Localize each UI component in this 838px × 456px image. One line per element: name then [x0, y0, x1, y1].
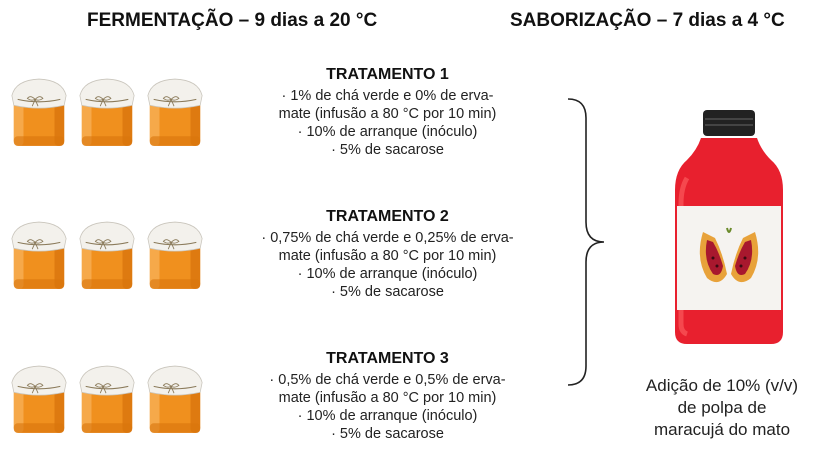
kombucha-jar-icon [79, 221, 135, 290]
right-curly-brace [567, 98, 605, 386]
kombucha-jar-icon [11, 365, 67, 434]
treatment-2: TRATAMENTO 2 · 0,75% de chá verde e 0,25… [210, 208, 565, 301]
kombucha-jar-icon [147, 365, 203, 434]
flavoring-header: SABORIZAÇÃO – 7 dias a 4 °C [510, 10, 785, 31]
treatment-line: mate (infusão a 80 °C por 10 min) [278, 390, 497, 406]
caption-line: maracujá do mato [653, 420, 791, 439]
fermentation-header: FERMENTAÇÃO – 9 dias a 20 °C [87, 10, 378, 31]
juice-bottle-icon [675, 110, 783, 344]
treatment-line: mate (infusão a 80 °C por 10 min) [278, 248, 497, 264]
treatment-title: TRATAMENTO 2 [326, 208, 449, 225]
treatment-line: · 0,5% de chá verde e 0,5% de erva- [269, 372, 506, 388]
kombucha-jar-icon [79, 365, 135, 434]
treatment-1: TRATAMENTO 1 · 1% de chá verde e 0% de e… [210, 66, 565, 159]
treatment-line: · 10% de arranque (inóculo) [297, 266, 478, 282]
bottle-cap [703, 110, 755, 136]
treatment-line: · 5% de sacarose [331, 284, 444, 300]
treatment-line: · 5% de sacarose [331, 426, 444, 442]
kombucha-jar-icon [147, 221, 203, 290]
treatment-line: · 10% de arranque (inóculo) [297, 408, 478, 424]
caption-line: de polpa de [677, 398, 767, 417]
treatment-line: · 0,75% de chá verde e 0,25% de erva- [261, 230, 514, 246]
treatment-line: mate (infusão a 80 °C por 10 min) [278, 106, 497, 122]
treatment-line: · 10% de arranque (inóculo) [297, 124, 478, 140]
kombucha-jar-icon [79, 78, 135, 147]
bottle-label [677, 206, 781, 310]
jars-group-1 [11, 78, 203, 147]
treatment-title: TRATAMENTO 1 [326, 66, 449, 83]
kombucha-jar-icon [11, 78, 67, 147]
caption-line: Adição de 10% (v/v) [645, 376, 799, 395]
passion-fruit-icon [699, 227, 759, 283]
kombucha-jar-icon [147, 78, 203, 147]
treatment-line: · 1% de chá verde e 0% de erva- [281, 88, 494, 104]
treatment-line: · 5% de sacarose [331, 142, 444, 158]
kombucha-jar-icon [11, 221, 67, 290]
treatment-title: TRATAMENTO 3 [326, 350, 449, 367]
jars-group-2 [11, 221, 203, 290]
treatment-3: TRATAMENTO 3 · 0,5% de chá verde e 0,5% … [210, 350, 565, 443]
flavoring-caption: Adição de 10% (v/v) de polpa de maracujá… [608, 375, 836, 441]
jars-group-3 [11, 365, 203, 434]
